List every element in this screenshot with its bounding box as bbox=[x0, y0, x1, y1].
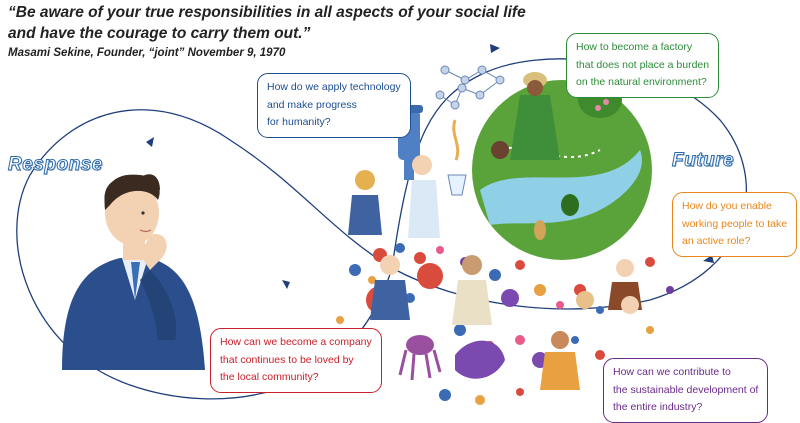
response-label: Response bbox=[8, 154, 103, 176]
bubble-factory: How to become a factory that does not pl… bbox=[566, 33, 720, 98]
bubble-industry-line-2: the sustainable development of bbox=[613, 383, 759, 396]
quote-attribution: Masami Sekine, Founder, “joint” November… bbox=[8, 47, 286, 59]
quote-line-2: and have the courage to carry them out.” bbox=[8, 25, 311, 42]
bubble-technology-line-1: How do we apply technology bbox=[267, 81, 401, 93]
loop-arrow-icons bbox=[146, 44, 714, 289]
bubble-industry-line-3: the entire industry? bbox=[613, 401, 703, 413]
bubble-community-line-2: that continues to be loved by bbox=[220, 353, 354, 366]
people-illustration bbox=[370, 255, 642, 390]
bubble-technology: How do we apply technology and make prog… bbox=[257, 73, 411, 138]
bubble-community-line-1: How can we become a company bbox=[220, 336, 372, 348]
globe-illustration bbox=[472, 72, 652, 260]
bubble-working-line-3: an active role? bbox=[682, 235, 751, 247]
bubble-working-line-1: How do you enable bbox=[682, 200, 772, 212]
quote-line-1: “Be aware of your true responsibilities … bbox=[8, 4, 526, 21]
founder-quote: “Be aware of your true responsibilities … bbox=[8, 2, 528, 44]
bubble-factory-line-3: on the natural environment? bbox=[576, 76, 707, 88]
bubble-community-line-3: the local community? bbox=[220, 371, 319, 383]
bubble-working-line-2: working people to take bbox=[682, 217, 788, 230]
businessman-illustration bbox=[62, 174, 205, 370]
decorative-dots bbox=[336, 243, 674, 405]
bubble-technology-line-3: for humanity? bbox=[267, 116, 331, 128]
bubble-technology-line-2: and make progress bbox=[267, 98, 357, 111]
bubble-factory-line-2: that does not place a burden bbox=[576, 58, 710, 71]
bubble-factory-line-1: How to become a factory bbox=[576, 41, 693, 53]
bubble-working-people: How do you enable working people to take… bbox=[672, 192, 798, 257]
bubble-industry-line-1: How can we contribute to bbox=[613, 366, 731, 378]
bubble-local-community: How can we become a company that continu… bbox=[210, 328, 382, 393]
bubble-entire-industry: How can we contribute to the sustainable… bbox=[603, 358, 769, 423]
molecule-icon bbox=[435, 65, 505, 110]
future-label: Future bbox=[671, 150, 735, 172]
